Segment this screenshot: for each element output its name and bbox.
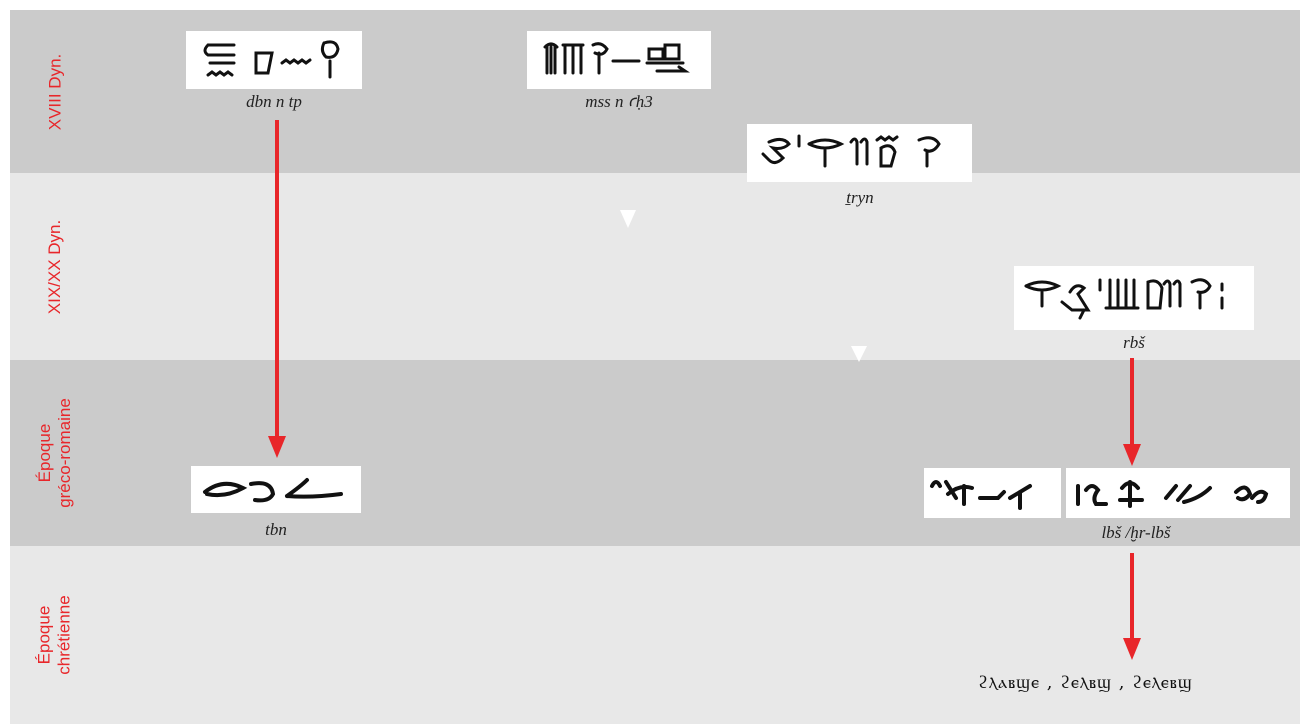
demotic-lbs [924, 468, 1061, 518]
period-label-xix-xx: XIX/XX Dyn. [10, 173, 100, 360]
demotic-tbn [191, 466, 361, 513]
band-christian [10, 546, 1300, 724]
hieroglyph-mss-image [543, 42, 690, 75]
period-xviii-text: XVIII Dyn. [45, 53, 64, 130]
demotic-hr-lbs-image [1076, 480, 1269, 508]
period-christian-text: Époque chrétienne [35, 595, 75, 674]
demotic-hr-lbs [1066, 468, 1290, 518]
label-lbs: lbš /ḫr-lbš [1101, 523, 1171, 542]
demotic-lbs-image [930, 480, 1032, 510]
period-greco-roman-text: Époque gréco-romaine [35, 398, 75, 508]
period-label-greco-roman: Époque gréco-romaine [10, 360, 100, 546]
period-label-xviii: XVIII Dyn. [10, 10, 100, 173]
hieroglyph-mss-n-ah3 [527, 31, 711, 89]
label-rbs: rbš [1123, 333, 1145, 352]
band-greco-roman [10, 360, 1300, 546]
label-mss: mss n ꜥḥ3 [585, 92, 653, 111]
label-tryn: ṯryn [846, 188, 874, 207]
label-tbn: tbn [265, 520, 287, 539]
coptic-forms: ϩⲗⲁⲃϣⲉ , ϩⲉⲗⲃϣ , ϩⲉⲗⲉⲃϣ [978, 672, 1193, 693]
period-label-christian: Époque chrétienne [10, 546, 100, 724]
hieroglyph-dbn-n-tp [186, 31, 362, 89]
hieroglyph-rbs-image [1024, 278, 1224, 320]
period-christian-line1: Époque [34, 605, 54, 665]
period-greco-roman-line1: Époque [35, 423, 55, 483]
label-dbn: dbn n tp [246, 92, 302, 111]
period-greco-roman-line2: gréco-romaine [55, 398, 75, 508]
hieroglyph-rbs [1014, 266, 1254, 330]
period-christian-line2: chrétienne [54, 595, 74, 675]
hieroglyph-tryn [747, 124, 972, 182]
period-xix-xx-text: XIX/XX Dyn. [45, 219, 65, 314]
hieroglyph-tryn-image [761, 134, 941, 168]
demotic-tbn-image [203, 478, 343, 503]
hieroglyph-dbn-image [203, 40, 340, 79]
